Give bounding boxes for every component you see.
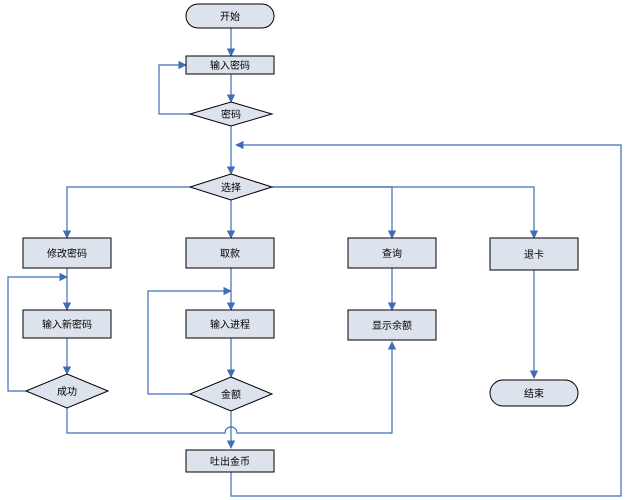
node-amount-label: 金额: [221, 388, 241, 401]
node-enter-new-password-label: 输入新密码: [42, 318, 92, 331]
node-amount: 金额: [188, 376, 274, 412]
node-query-label: 查询: [382, 247, 402, 260]
connector-select-to-change-password: [62, 186, 190, 239]
node-enter-process-label: 输入进程: [210, 318, 250, 331]
node-success-label: 成功: [57, 386, 77, 398]
node-start: 开始: [185, 3, 275, 29]
node-select-label: 选择: [221, 181, 241, 194]
node-change-password: 修改密码: [22, 237, 112, 269]
node-change-password-label: 修改密码: [47, 247, 87, 260]
node-end-label: 结束: [524, 387, 544, 400]
node-success: 成功: [24, 373, 110, 409]
node-password-check-label: 密码: [221, 108, 241, 121]
node-return-card: 退卡: [489, 237, 579, 271]
node-dispense-cash-label: 吐出金币: [210, 455, 250, 468]
node-password-check: 密码: [188, 101, 274, 127]
node-show-balance-label: 显示余额: [372, 319, 412, 332]
connector-select-to-return-card: [272, 186, 539, 239]
node-show-balance: 显示余额: [347, 309, 437, 341]
connector-amount-loop: [147, 286, 232, 395]
node-enter-password: 输入密码: [185, 55, 275, 75]
node-dispense-cash: 吐出金币: [185, 449, 275, 473]
node-start-label: 开始: [220, 10, 240, 23]
node-withdraw-label: 取款: [220, 247, 240, 260]
connector-select-to-query: [272, 186, 397, 239]
node-enter-process: 输入进程: [185, 309, 275, 339]
connectors: [7, 28, 622, 497]
connector-password-loop: [158, 60, 190, 115]
node-enter-new-password: 输入新密码: [22, 309, 112, 339]
node-end: 结束: [489, 379, 579, 407]
node-enter-password-label: 输入密码: [210, 59, 250, 72]
node-query: 查询: [347, 237, 437, 269]
node-return-card-label: 退卡: [524, 248, 544, 261]
connector-dispense-to-main-loop: [230, 140, 622, 497]
node-select: 选择: [188, 173, 274, 201]
node-withdraw: 取款: [185, 237, 275, 269]
connector-success-loop: [7, 272, 68, 392]
